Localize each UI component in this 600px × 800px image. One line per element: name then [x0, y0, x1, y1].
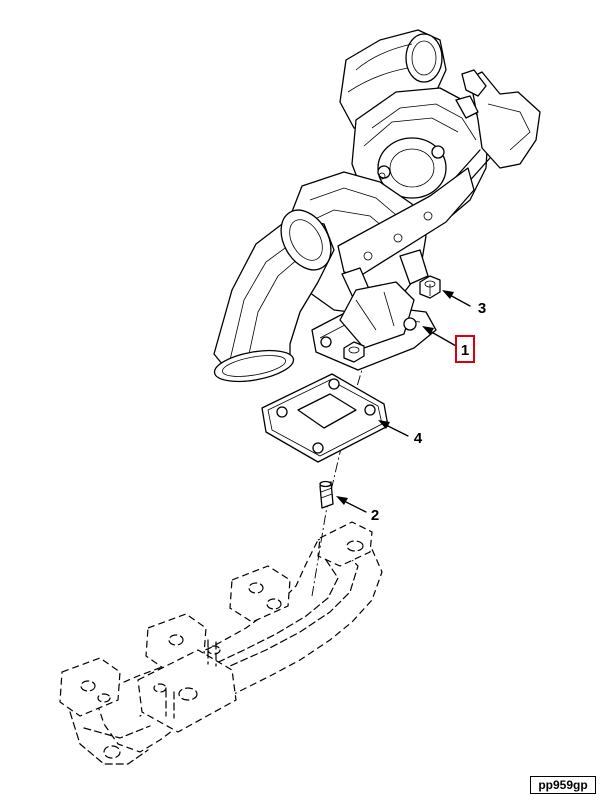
- exhaust-manifold: [59, 521, 383, 765]
- stud: [319, 480, 334, 509]
- reference-code: pp959gp: [530, 776, 596, 794]
- callout-1-label: 1: [461, 342, 469, 359]
- callout-1-highlight: [455, 335, 475, 363]
- leader-lines: [336, 290, 471, 513]
- callout-2-label: 2: [371, 507, 379, 524]
- callout-3-label: 3: [478, 300, 486, 317]
- gasket: [261, 373, 389, 463]
- callout-4-label: 4: [414, 430, 423, 447]
- nut: [419, 275, 441, 299]
- turbocharger: [213, 29, 541, 383]
- center-line: [311, 335, 373, 597]
